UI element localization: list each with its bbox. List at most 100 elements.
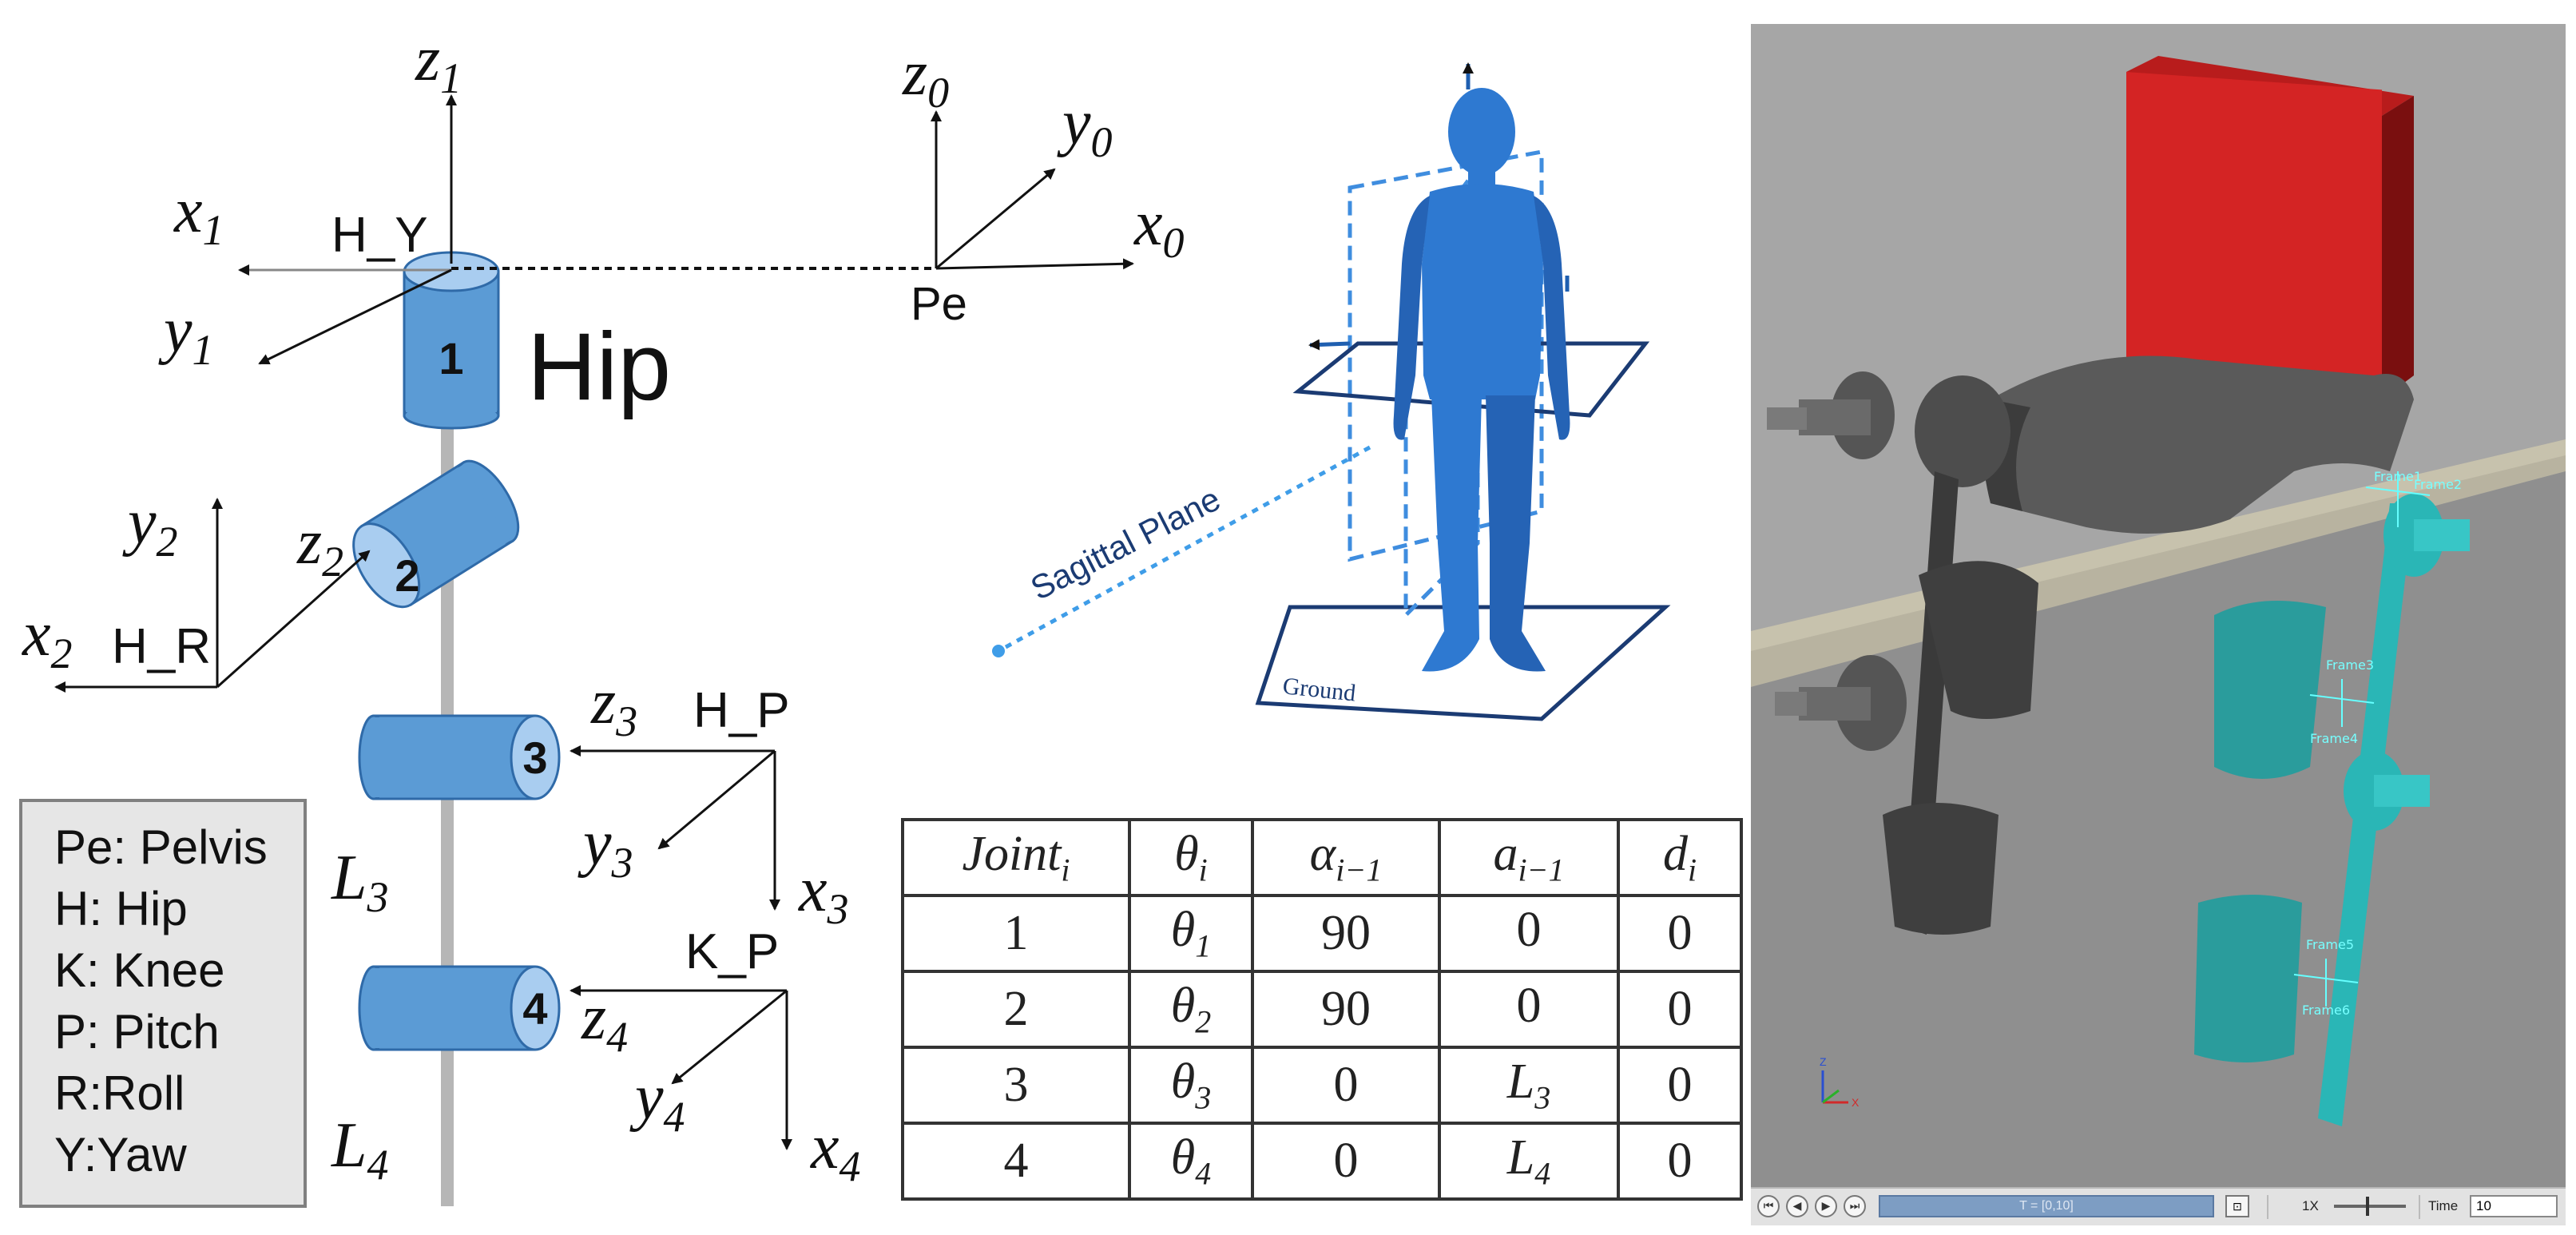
x3-label: x3 xyxy=(798,855,849,933)
x4-label: x4 xyxy=(810,1112,861,1190)
cell-alpha: 0 xyxy=(1251,1046,1441,1125)
hip-roll-label: H_R xyxy=(112,619,211,674)
header-joint: Jointi xyxy=(901,818,1131,897)
frame-label: Frame2 xyxy=(2414,477,2462,492)
skip-end-button[interactable]: ⏭ xyxy=(1844,1195,1866,1217)
frame-label: Frame6 xyxy=(2302,1003,2350,1018)
triad-x: X xyxy=(1852,1096,1860,1109)
legend-item: P: Pitch xyxy=(54,1005,220,1058)
hip-pitch-label: H_P xyxy=(693,683,790,738)
axis-triad: Z X xyxy=(1820,1055,1860,1109)
cell-joint: 1 xyxy=(901,894,1131,973)
time-input[interactable]: 10 xyxy=(2470,1195,2558,1217)
speed-label: 1X xyxy=(2302,1198,2319,1213)
abbreviation-legend: Pe: Pelvis H: Hip K: Knee P: Pitch R:Rol… xyxy=(19,799,307,1208)
y4-label: y4 xyxy=(629,1062,685,1141)
ground-plane xyxy=(1255,605,1671,721)
frame-label: Frame4 xyxy=(2310,731,2358,746)
header-d: di xyxy=(1617,818,1743,897)
cell-alpha: 90 xyxy=(1251,970,1441,1049)
y3-axis-arrow xyxy=(657,749,776,850)
skip-start-button[interactable]: ⏮ xyxy=(1757,1195,1780,1217)
cell-theta: θ3 xyxy=(1128,1046,1254,1125)
cell-d: 0 xyxy=(1617,1122,1743,1201)
legend-item: Y:Yaw xyxy=(54,1128,187,1181)
joint-1-number: 1 xyxy=(439,333,463,383)
playback-toolbar: ⏮ ◀ ▶ ⏭ T = [0,10] ⊡ 1X Time 10 xyxy=(1751,1187,2566,1225)
l3-label: L3 xyxy=(331,843,389,921)
joint-4-number: 4 xyxy=(522,983,547,1034)
y3-label: y3 xyxy=(578,808,633,887)
speed-slider-thumb[interactable] xyxy=(2366,1197,2369,1216)
cell-alpha: 0 xyxy=(1251,1122,1441,1201)
y4-axis-arrow xyxy=(671,989,788,1085)
legend-item: K: Knee xyxy=(54,943,225,997)
y2-label: y2 xyxy=(122,487,178,566)
legend-item: H: Hip xyxy=(54,882,188,935)
hip-label: Hip xyxy=(527,313,671,420)
header-theta: θi xyxy=(1128,818,1254,897)
cell-joint: 3 xyxy=(901,1046,1131,1125)
hip-yaw-label: H_Y xyxy=(331,208,428,263)
cell-a: L3 xyxy=(1438,1046,1620,1125)
cell-a: L4 xyxy=(1438,1122,1620,1201)
z4-label: z4 xyxy=(581,983,628,1061)
cell-a: 0 xyxy=(1438,894,1620,973)
table-row: 2 θ2 90 0 0 xyxy=(901,970,1743,1049)
toolbar-divider xyxy=(2267,1195,2268,1219)
play-button[interactable]: ▶ xyxy=(1815,1195,1837,1217)
time-label: Time xyxy=(2428,1198,2459,1213)
cell-theta: θ2 xyxy=(1128,970,1254,1049)
toolbar-divider xyxy=(2419,1195,2420,1219)
speed-slider[interactable] xyxy=(2334,1197,2406,1216)
z1-label: z1 xyxy=(415,24,462,102)
cell-joint: 4 xyxy=(901,1122,1131,1201)
x1-label: x1 xyxy=(173,176,224,254)
cell-d: 0 xyxy=(1617,1046,1743,1125)
triad-z: Z xyxy=(1820,1055,1827,1068)
frame-label: Frame5 xyxy=(2306,937,2354,952)
z2-label: z2 xyxy=(296,507,343,586)
sagittal-plane-label: Sagittal Plane xyxy=(1025,479,1226,607)
y1-axis-arrow xyxy=(258,268,452,365)
cell-alpha: 90 xyxy=(1251,894,1441,973)
y1-label: y1 xyxy=(158,296,214,374)
cell-theta: θ4 xyxy=(1128,1122,1254,1201)
knee-pitch-label: K_P xyxy=(685,924,779,979)
cell-d: 0 xyxy=(1617,894,1743,973)
red-payload-block xyxy=(2126,56,2414,418)
x0-axis-arrow xyxy=(935,258,1134,270)
record-button[interactable]: ⊡ xyxy=(2225,1195,2249,1217)
x2-label: x2 xyxy=(22,599,73,677)
joint-1-cylinder: 1 xyxy=(403,251,500,430)
z2-axis-arrow xyxy=(216,550,371,689)
y0-label: y0 xyxy=(1057,88,1113,166)
joint-3-cylinder: 3 xyxy=(358,714,561,800)
simulation-viewport[interactable]: Frame1 Frame2 Frame3 Frame4 Frame5 Frame… xyxy=(1751,24,2566,1225)
x0-label: x0 xyxy=(1133,189,1185,267)
exoskeleton-3d-scene: Frame1 Frame2 Frame3 Frame4 Frame5 Frame… xyxy=(1751,24,2566,1190)
table-row: 1 θ1 90 0 0 xyxy=(901,894,1743,973)
z0-label: z0 xyxy=(902,38,949,117)
cell-a: 0 xyxy=(1438,970,1620,1049)
pelvis-label: Pe xyxy=(911,278,967,330)
joint-2-number: 2 xyxy=(395,550,419,601)
cell-theta: θ1 xyxy=(1128,894,1254,973)
frame-label: Frame3 xyxy=(2326,657,2374,673)
table-header-row: Jointi θi αi−1 ai−1 di xyxy=(901,818,1743,897)
l4-label: L4 xyxy=(331,1110,389,1189)
legend-item: R:Roll xyxy=(54,1066,185,1120)
joint-2-cylinder xyxy=(352,459,520,609)
header-alpha: αi−1 xyxy=(1251,818,1441,897)
cell-d: 0 xyxy=(1617,970,1743,1049)
cell-joint: 2 xyxy=(901,970,1131,1049)
kinematic-diagram: 1 Hip 2 3 4 z1 x1 y1 H_Y z0 y0 x0 Pe xyxy=(22,24,1671,1206)
step-back-button[interactable]: ◀ xyxy=(1786,1195,1808,1217)
legend-item: Pe: Pelvis xyxy=(54,820,268,874)
time-progress-bar[interactable]: T = [0,10] xyxy=(1879,1195,2214,1217)
dh-parameter-table: Jointi θi αi−1 ai−1 di 1 θ1 90 0 0 2 θ2 … xyxy=(901,818,1743,1201)
header-a: ai−1 xyxy=(1438,818,1620,897)
joint-3-number: 3 xyxy=(522,733,547,783)
joint-4-cylinder: 4 xyxy=(358,965,561,1051)
table-row: 3 θ3 0 L3 0 xyxy=(901,1046,1743,1125)
